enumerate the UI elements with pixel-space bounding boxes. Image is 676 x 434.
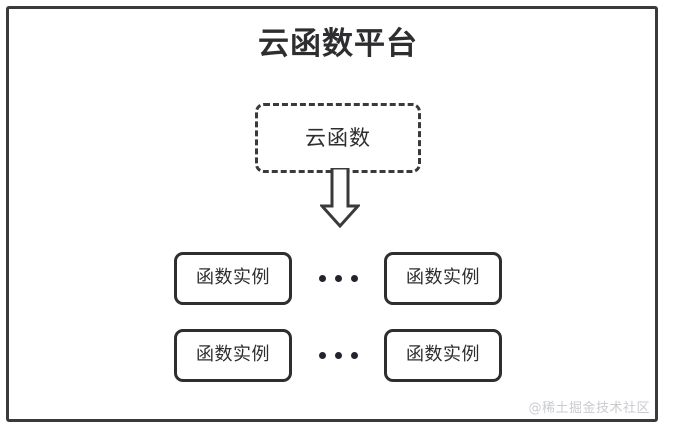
function-instance-label: 函数实例 <box>196 267 270 288</box>
ellipsis-dots <box>292 329 384 382</box>
instance-row-2: 函数实例 函数实例 <box>0 328 676 382</box>
function-instance-box[interactable]: 函数实例 <box>384 251 502 305</box>
function-instance-label: 函数实例 <box>196 344 270 365</box>
cloud-function-label: 云函数 <box>305 125 371 150</box>
ellipsis-dot <box>334 274 342 282</box>
function-instance-box[interactable]: 函数实例 <box>174 251 292 305</box>
ellipsis-dot <box>318 274 326 282</box>
function-instance-box[interactable]: 函数实例 <box>174 328 292 382</box>
ellipsis-dot <box>350 274 358 282</box>
page-title: 云函数平台 <box>258 26 418 62</box>
cloud-function-box: 云函数 <box>255 103 421 173</box>
ellipsis-dot <box>350 351 358 359</box>
ellipsis-dot <box>334 351 342 359</box>
ellipsis-dot <box>318 351 326 359</box>
watermark: @稀土掘金技术社区 <box>528 401 650 416</box>
ellipsis-dots <box>292 252 384 305</box>
down-arrow-icon <box>318 166 362 229</box>
instance-row-1: 函数实例 函数实例 <box>0 251 676 305</box>
function-instance-label: 函数实例 <box>406 267 480 288</box>
function-instance-label: 函数实例 <box>406 344 480 365</box>
function-instance-box[interactable]: 函数实例 <box>384 328 502 382</box>
